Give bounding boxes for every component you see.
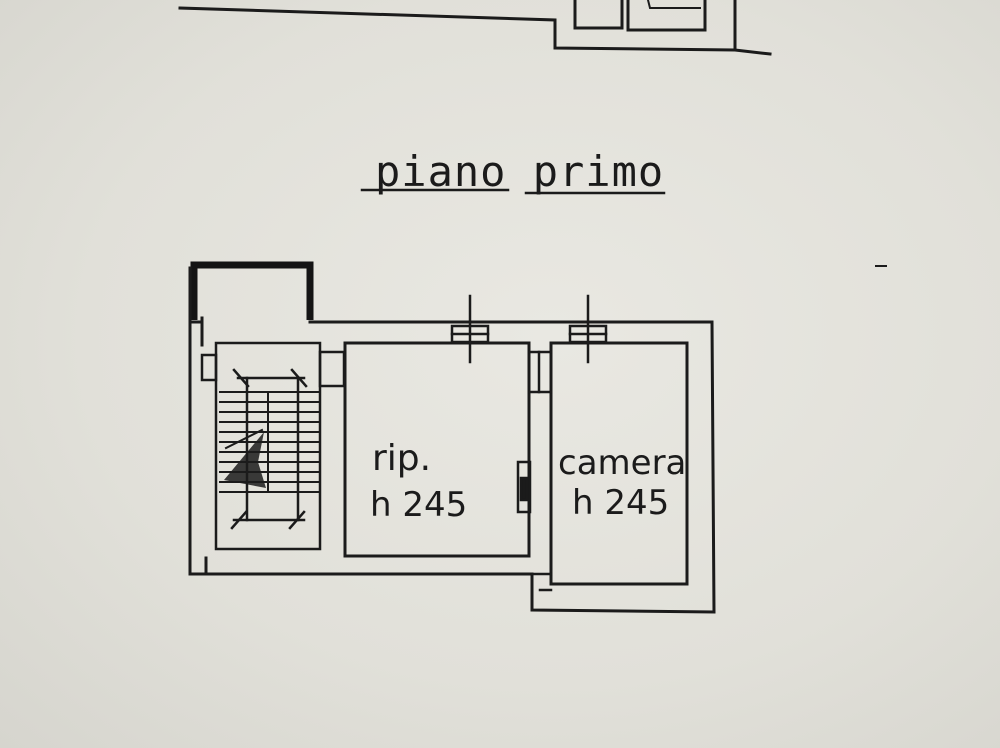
stair-direction-arrow xyxy=(224,428,266,488)
room-camera-name: camera xyxy=(558,443,686,483)
plan-title: piano primo xyxy=(375,147,664,196)
room-camera-height: h 245 xyxy=(572,483,669,523)
room-rip-name: rip. xyxy=(372,438,431,479)
door-icon xyxy=(516,460,532,514)
title-underline xyxy=(360,188,666,195)
outer-walls xyxy=(188,266,716,614)
room-rip: rip. h 245 xyxy=(343,341,531,558)
stairwell xyxy=(200,341,346,551)
upper-plan-fragment xyxy=(178,0,772,56)
room-camera: camera h 245 xyxy=(549,341,689,586)
balcony xyxy=(190,261,314,320)
partition-walls xyxy=(527,350,553,592)
room-rip-height: h 245 xyxy=(370,485,467,525)
window-rip xyxy=(450,294,490,364)
window-camera xyxy=(568,294,608,364)
